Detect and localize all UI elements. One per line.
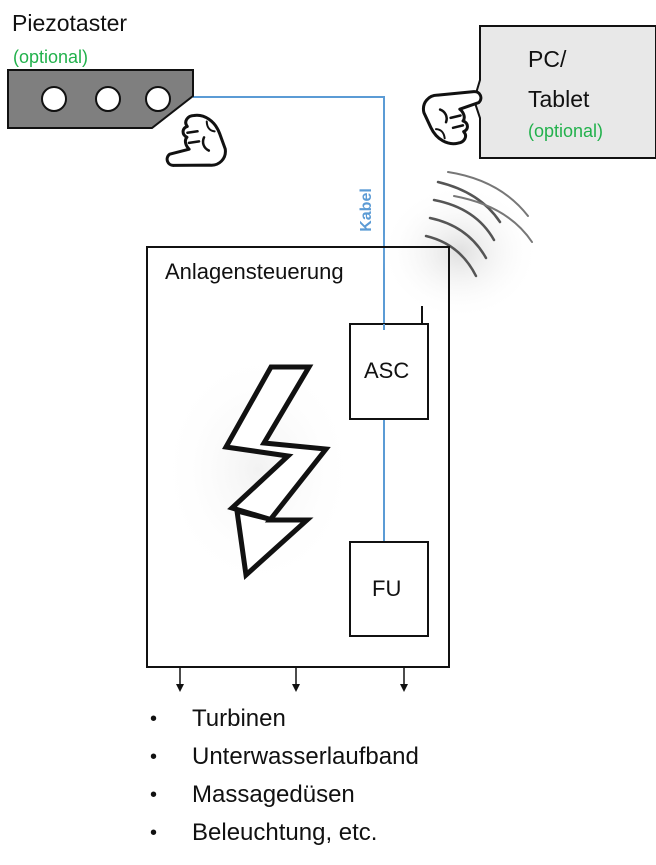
piezo-panel: [7, 69, 194, 129]
lightning-bolt-icon: [168, 360, 348, 581]
bullet-icon: •: [150, 784, 158, 806]
piezo-button-3[interactable]: [145, 86, 171, 112]
piezo-title: Piezotaster: [12, 10, 128, 36]
arrow-down-icon: [176, 667, 184, 692]
hand-pointer-icon: [154, 107, 231, 182]
arrow-down-icon: [400, 667, 408, 692]
bullet-icon: •: [150, 746, 158, 768]
controller-box: [146, 246, 450, 668]
asc-box: [349, 323, 429, 420]
piezo-button-2[interactable]: [95, 86, 121, 112]
asc-label: ASC: [364, 358, 410, 383]
cable-line: [193, 96, 385, 325]
fu-box: [349, 541, 429, 637]
controller-title: Anlagensteuerung: [165, 259, 344, 284]
output-label: Massagedüsen: [192, 781, 355, 808]
list-item: • Turbinen: [148, 700, 419, 738]
list-item: • Unterwasserlaufband: [148, 738, 419, 776]
cable-label: Kabel: [358, 188, 375, 232]
wireless-waves-icon: [380, 171, 540, 320]
pc-title-line2: Tablet: [528, 86, 590, 112]
pc-tablet-box: [472, 25, 656, 159]
list-item: • Massagedüsen: [148, 776, 419, 814]
piezo-optional: (optional): [13, 47, 89, 67]
output-label: Beleuchtung, etc.: [192, 819, 378, 846]
pc-optional: (optional): [528, 121, 604, 141]
output-label: Unterwasserlaufband: [192, 743, 419, 770]
piezo-button-1[interactable]: [41, 86, 67, 112]
output-label: Turbinen: [192, 705, 286, 732]
pc-title-line1: PC/: [528, 46, 567, 72]
fu-label: FU: [372, 576, 402, 601]
arrow-down-icon: [292, 667, 300, 692]
output-list: • Turbinen • Unterwasserlaufband • Massaged…: [148, 700, 419, 852]
bullet-icon: •: [150, 708, 158, 730]
list-item: • Beleuchtung, etc.: [148, 814, 419, 852]
bullet-icon: •: [150, 822, 158, 844]
